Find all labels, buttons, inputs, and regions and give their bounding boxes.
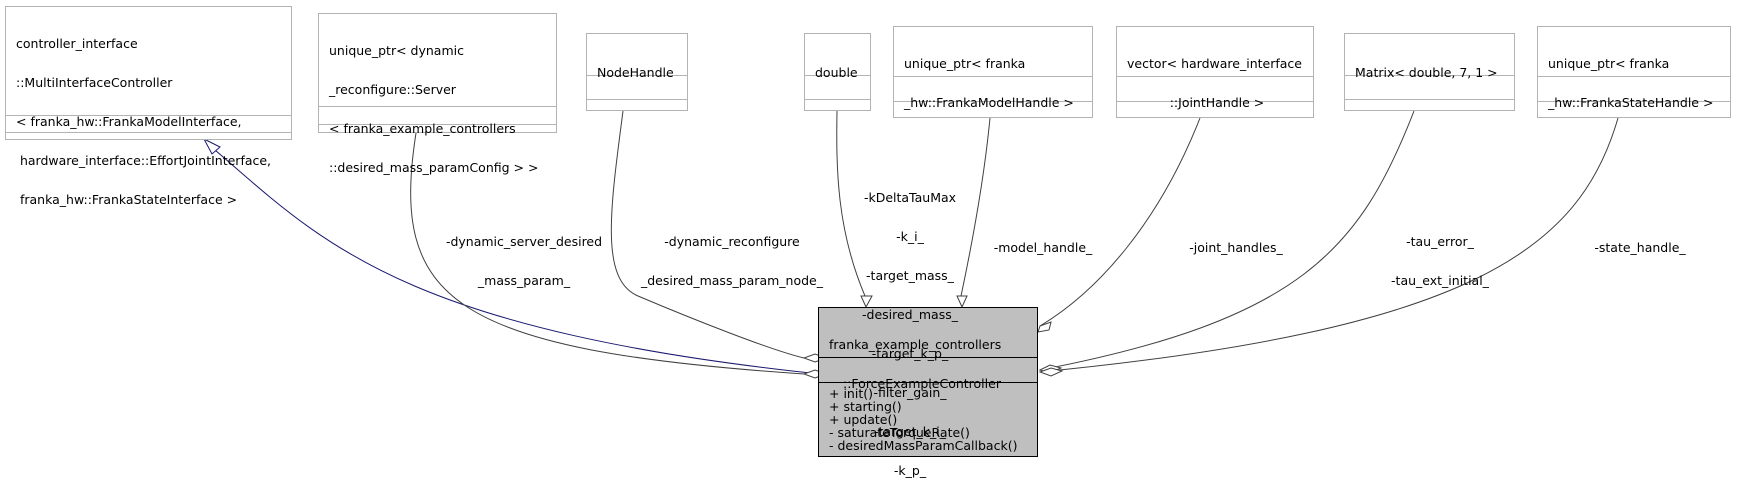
edge-label-jointhandles: -joint_handles_	[1176, 215, 1296, 267]
class-matrix[interactable]: Matrix< double, 7, 1 >	[1344, 33, 1515, 111]
label-line: -target_k_i_	[874, 424, 946, 439]
class-title: controller_interface ::MultiInterfaceCon…	[6, 7, 291, 206]
attributes-section	[1345, 75, 1514, 99]
label-line: -joint_handles_	[1189, 240, 1283, 255]
edge-jointhandles	[1039, 117, 1201, 327]
title-line: franka_hw::FrankaStateInterface >	[16, 192, 238, 207]
edge-nodehandle	[610, 110, 805, 359]
attributes-section	[894, 76, 1092, 101]
label-line: _mass_param_	[477, 273, 571, 288]
attributes-section	[805, 75, 870, 99]
title-line: < franka_example_controllers	[329, 121, 516, 136]
title-line: _reconfigure::Server	[329, 82, 456, 97]
method-item[interactable]: - desiredMassParamCallback()	[829, 438, 1018, 453]
title-line: < franka_hw::FrankaModelInterface,	[16, 114, 242, 129]
class-title: double	[805, 34, 870, 79]
label-line: -tau_error_	[1406, 234, 1474, 249]
edge-modelhandle	[960, 117, 991, 297]
class-multi-interface-controller[interactable]: controller_interface ::MultiInterfaceCon…	[5, 6, 292, 206]
label-line: -dynamic_server_desired	[445, 234, 603, 249]
diamond-modelhandle	[956, 295, 968, 309]
methods-section	[1117, 101, 1313, 126]
attributes-section	[6, 115, 291, 132]
label-line: -target_mass_	[866, 268, 954, 283]
method-item[interactable]: - saturateTorqueRate()	[829, 425, 970, 440]
diamond-double	[860, 295, 873, 309]
class-title: unique_ptr< franka _hw::FrankaStateHandl…	[1538, 27, 1730, 109]
methods-section	[805, 99, 870, 121]
class-title: NodeHandle	[587, 34, 687, 79]
title-line: unique_ptr< dynamic	[329, 43, 464, 58]
label-line: -dynamic_reconfigure	[664, 234, 800, 249]
edge-label-statehandle: -state_handle_	[1580, 215, 1700, 267]
methods-section: + init() + starting() + update() - satur…	[819, 382, 1037, 455]
methods-section	[1345, 99, 1514, 121]
attributes-section	[1117, 76, 1313, 101]
inheritance-edge	[214, 149, 821, 375]
methods-section	[319, 124, 556, 141]
label-line: -model_handle_	[993, 240, 1093, 255]
diamond-statehandle	[1038, 367, 1064, 377]
edge-label-server: -dynamic_server_desired _mass_param_	[434, 209, 614, 300]
class-nodehandle[interactable]: NodeHandle	[586, 33, 688, 111]
inheritance-arrowhead	[202, 137, 221, 155]
edge-label-double: -kDeltaTauMax -k_i_ -target_mass_ -desir…	[845, 165, 975, 490]
label-line: -k_i_	[896, 229, 924, 244]
title-line: ::desired_mass_paramConfig > >	[329, 160, 539, 175]
class-double[interactable]: double	[804, 33, 871, 111]
class-title: franka_example_controllers ::ForceExampl…	[819, 308, 1037, 390]
class-title: Matrix< double, 7, 1 >	[1345, 34, 1514, 79]
edge-server	[410, 132, 805, 375]
methods-section	[6, 132, 291, 149]
attributes-section	[587, 75, 687, 99]
edge-matrix	[1039, 110, 1415, 371]
title-line: double	[815, 65, 858, 80]
methods-section	[1538, 101, 1730, 126]
title-line: controller_interface	[16, 36, 138, 51]
title-line: ::ForceExampleController	[843, 376, 1001, 391]
class-title: unique_ptr< franka _hw::FrankaModelHandl…	[894, 27, 1092, 109]
attributes-section	[319, 106, 556, 124]
label-line: -target_k_p_	[871, 346, 949, 361]
title-line: ::MultiInterfaceController	[16, 75, 173, 90]
class-title: unique_ptr< dynamic _reconfigure::Server…	[319, 14, 556, 174]
title-line: Matrix< double, 7, 1 >	[1355, 65, 1498, 80]
title-line: hardware_interface::EffortJointInterface…	[16, 153, 272, 168]
edge-statehandle	[1039, 117, 1619, 373]
attributes-section	[1538, 76, 1730, 101]
title-line: unique_ptr< franka	[1548, 56, 1670, 71]
method-item[interactable]: + update()	[829, 412, 898, 427]
methods-section	[587, 99, 687, 121]
class-franka-state-handle[interactable]: unique_ptr< franka _hw::FrankaStateHandl…	[1537, 26, 1731, 118]
title-line: _hw::FrankaStateHandle >	[1548, 95, 1714, 110]
class-force-example-controller[interactable]: franka_example_controllers ::ForceExampl…	[818, 307, 1038, 457]
label-line: _desired_mass_param_node_	[641, 273, 823, 288]
edge-label-nodehandle: -dynamic_reconfigure _desired_mass_param…	[632, 209, 832, 300]
label-line: -tau_ext_initial_	[1391, 273, 1489, 288]
label-line: -k_p_	[893, 463, 927, 478]
diamond-jointhandles	[1037, 321, 1052, 333]
edge-label-matrix: -tau_error_ -tau_ext_initial_	[1370, 209, 1510, 300]
class-joint-handle-vector[interactable]: vector< hardware_interface ::JointHandle…	[1116, 26, 1314, 118]
title-line: _hw::FrankaModelHandle >	[904, 95, 1074, 110]
title-line: franka_example_controllers	[829, 337, 1002, 352]
method-item[interactable]: + starting()	[829, 399, 902, 414]
attributes-section	[819, 357, 1037, 382]
label-line: -state_handle_	[1594, 240, 1686, 255]
title-line: ::JointHandle >	[1169, 95, 1265, 110]
relationship-edges	[202, 110, 1619, 379]
title-line: unique_ptr< franka	[904, 56, 1026, 71]
class-franka-model-handle[interactable]: unique_ptr< franka _hw::FrankaModelHandl…	[893, 26, 1093, 118]
label-line: -kDeltaTauMax	[863, 190, 957, 205]
class-dynamic-reconfigure-server[interactable]: unique_ptr< dynamic _reconfigure::Server…	[318, 13, 557, 174]
title-line: vector< hardware_interface	[1127, 56, 1302, 71]
title-line: NodeHandle	[597, 65, 674, 80]
edge-double	[836, 110, 866, 297]
label-line: -filter_gain_	[873, 385, 947, 400]
methods-section	[894, 101, 1092, 126]
class-title: vector< hardware_interface ::JointHandle…	[1117, 27, 1313, 109]
edge-label-modelhandle: -model_handle_	[983, 215, 1103, 267]
label-line: -desired_mass_	[862, 307, 958, 322]
method-item[interactable]: + init()	[829, 386, 873, 401]
